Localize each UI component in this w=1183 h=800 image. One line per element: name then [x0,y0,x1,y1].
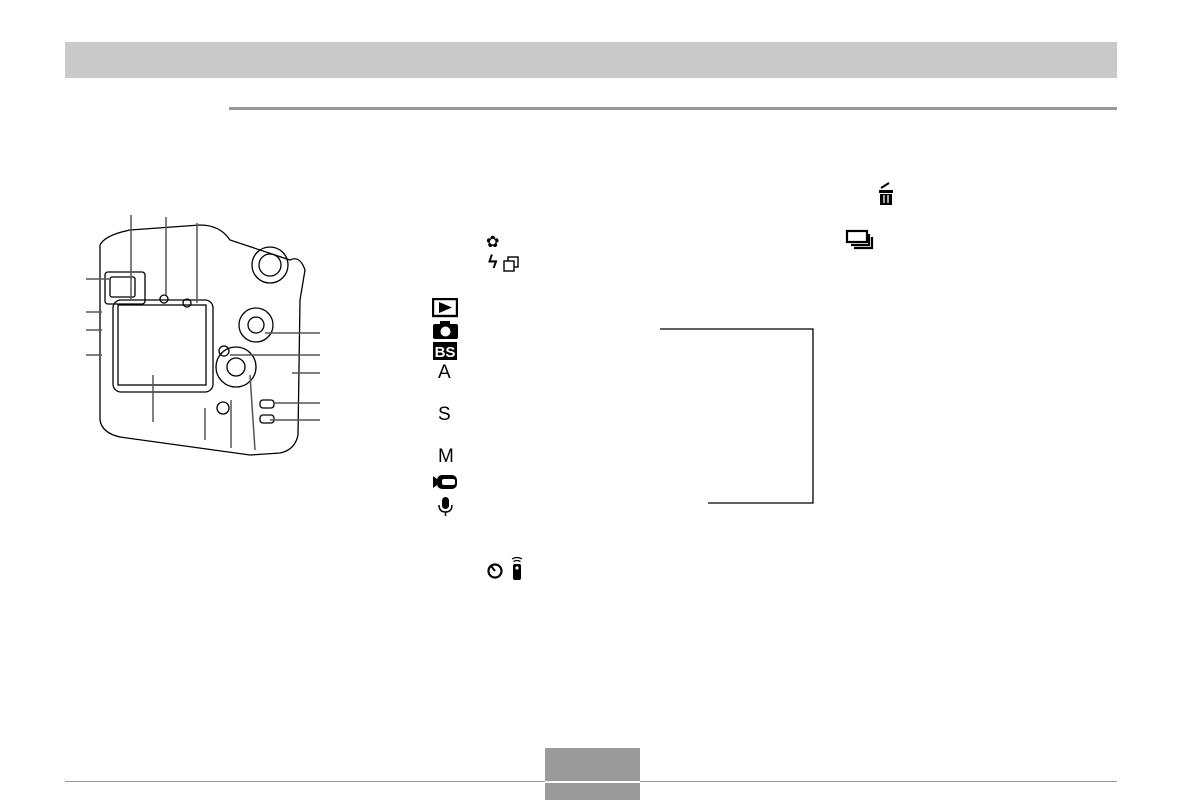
camera-icon [433,321,458,339]
mode-bracket [660,328,814,504]
continuous-shutter-icon [845,229,874,250]
flash-intensity-icon [503,256,519,272]
bestshot-icon: BS [433,342,457,361]
section-rule [229,107,1117,110]
voice-icon [438,497,453,516]
mode-manual: M [438,446,454,467]
flash-icon: ϟ [488,252,498,272]
page-box-divider [545,781,640,783]
trash-icon [879,182,893,205]
header-bar [65,42,1117,78]
page-number-box [545,748,640,800]
self-timer-icon [487,563,503,579]
mode-shutter: S [438,404,451,425]
mode-aperture: A [438,362,451,383]
svg-text:BS: BS [435,344,456,361]
movie-icon [433,475,457,489]
camera-back-illustration [86,215,320,456]
macro-icon: ✿ [486,234,500,251]
play-icon [432,298,458,318]
remote-icon [511,556,523,580]
